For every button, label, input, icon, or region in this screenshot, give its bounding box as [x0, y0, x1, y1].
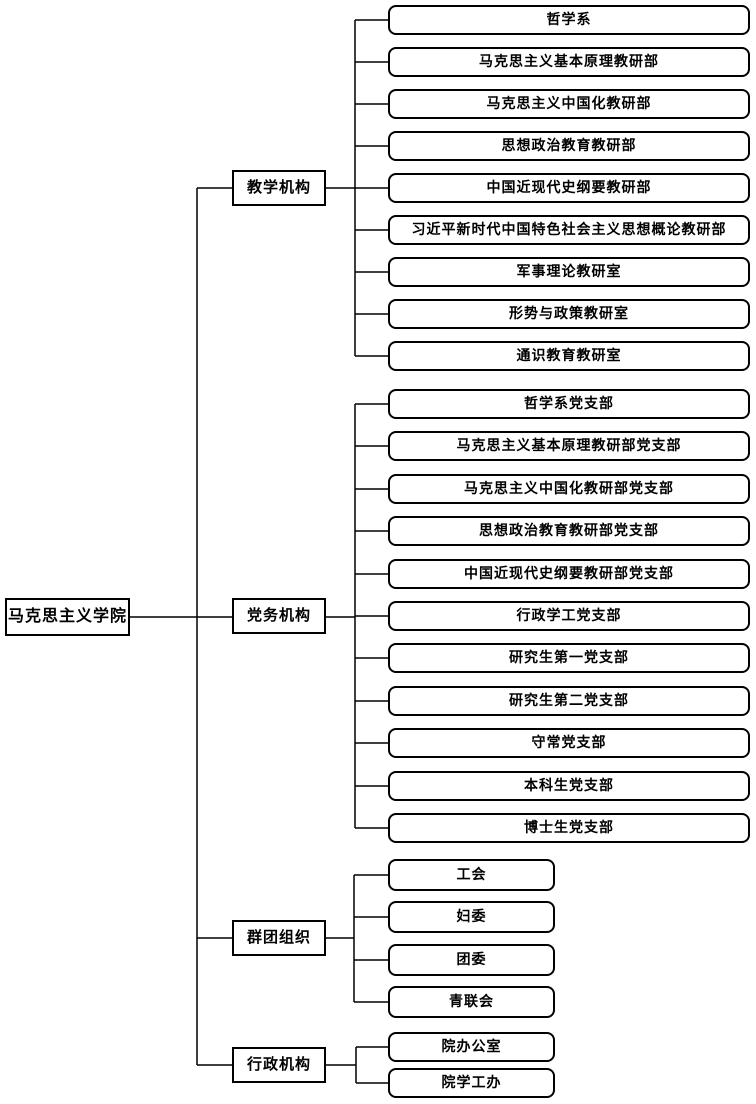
leaf-node: 博士生党支部 [388, 813, 750, 843]
leaf-node: 妇委 [388, 901, 555, 933]
branch-node-teaching: 教学机构 [232, 170, 326, 206]
leaf-node: 马克思主义中国化教研部党支部 [388, 474, 750, 504]
leaf-node: 形势与政策教研室 [388, 299, 750, 329]
leaf-node: 中国近现代史纲要教研部党支部 [388, 559, 750, 589]
leaf-node: 哲学系党支部 [388, 389, 750, 419]
leaf-node: 军事理论教研室 [388, 257, 750, 287]
leaf-node: 研究生第二党支部 [388, 686, 750, 716]
leaf-node: 守常党支部 [388, 728, 750, 758]
leaf-node: 青联会 [388, 986, 555, 1018]
leaf-node: 中国近现代史纲要教研部 [388, 173, 750, 203]
leaf-node: 马克思主义中国化教研部 [388, 89, 750, 119]
leaf-node: 研究生第一党支部 [388, 643, 750, 673]
leaf-node: 马克思主义基本原理教研部党支部 [388, 431, 750, 461]
branch-node-mass-organizations: 群团组织 [232, 920, 326, 956]
root-node-school-of-marxism: 马克思主义学院 [5, 598, 130, 636]
leaf-node: 习近平新时代中国特色社会主义思想概论教研部 [388, 215, 750, 245]
branch-node-administrative: 行政机构 [232, 1047, 326, 1083]
leaf-node: 通识教育教研室 [388, 341, 750, 371]
leaf-node: 院办公室 [388, 1032, 555, 1062]
branch-node-party-affairs: 党务机构 [232, 598, 326, 634]
leaf-node: 马克思主义基本原理教研部 [388, 47, 750, 77]
leaf-node: 团委 [388, 944, 555, 976]
leaf-node: 院学工办 [388, 1068, 555, 1098]
leaf-node: 思想政治教育教研部党支部 [388, 516, 750, 546]
leaf-node: 行政学工党支部 [388, 601, 750, 631]
leaf-node: 思想政治教育教研部 [388, 131, 750, 161]
leaf-node: 本科生党支部 [388, 771, 750, 801]
leaf-node: 工会 [388, 859, 555, 891]
leaf-node: 哲学系 [388, 5, 750, 35]
